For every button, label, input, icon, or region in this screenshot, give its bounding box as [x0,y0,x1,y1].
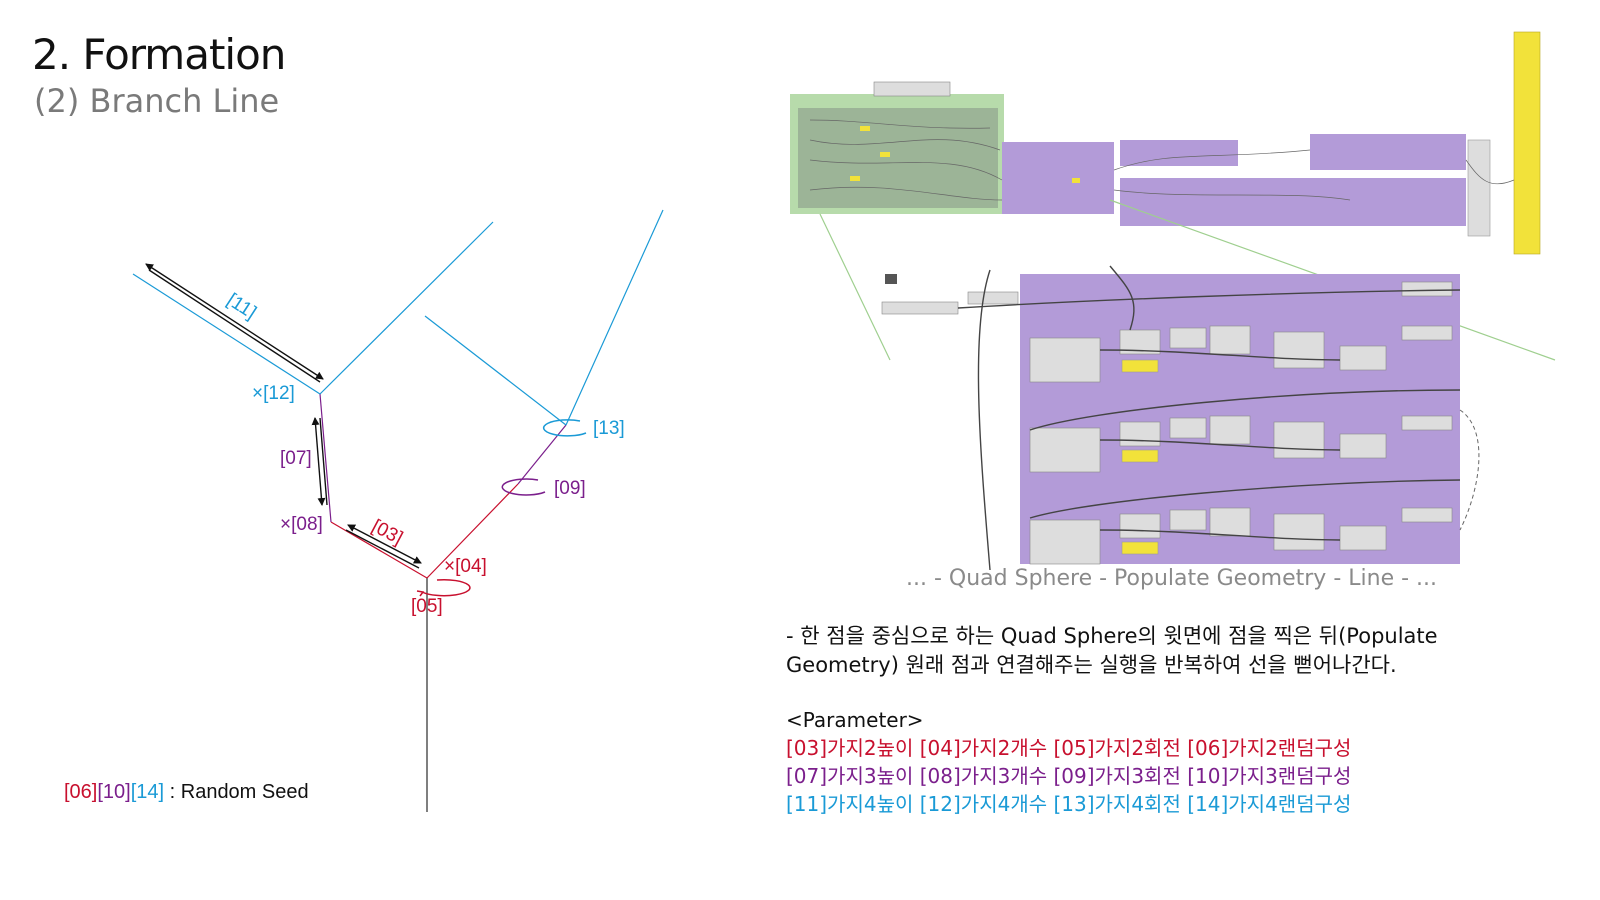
random-seed-legend: [06][10][14] : Random Seed [64,781,309,804]
page-title: 2. Formation [32,30,286,79]
label-05: [05] [411,596,443,617]
label-12: ×[12] [252,383,295,404]
branch4-d [565,209,664,426]
seed-10: [10] [97,781,131,803]
branch3-right [517,424,567,485]
label-07: [07] [280,448,312,469]
seed-06: [06] [64,781,98,803]
process-caption: ... - Quad Sphere - Populate Geometry - … [906,566,1438,591]
seed-text: : Random Seed [164,781,309,803]
branch4-c [424,315,567,426]
arrow-07 [311,417,328,506]
parameter-heading: <Parameter> [786,708,924,732]
rotation-09 [501,478,546,496]
branch2-right [426,483,519,579]
label-04: ×[04] [444,556,487,577]
parameter-line-branch3: [07]가지3높이 [08]가지3개수 [09]가지3회전 [10]가지3랜덤구… [786,764,1352,788]
parameter-list: <Parameter> [03]가지2높이 [04]가지2개수 [05]가지2회… [786,706,1351,818]
rotation-13 [542,419,587,437]
label-08: ×[08] [280,514,323,535]
parameter-line-branch2: [03]가지2높이 [04]가지2개수 [05]가지2회전 [06]가지2랜덤구… [786,736,1352,760]
label-13: [13] [593,418,625,439]
description-text: - 한 점을 중심으로 하는 Quad Sphere의 윗면에 점을 찍은 뒤(… [786,624,1438,677]
arrow-03 [345,524,422,569]
arrow-11 [145,263,324,383]
branch-diagram [132,209,664,812]
seed-14: [14] [130,781,165,803]
label-09: [09] [554,478,586,499]
page-subtitle: (2) Branch Line [34,82,280,120]
branch4-a [132,273,321,395]
parameter-line-branch4: [11]가지4높이 [12]가지4개수 [13]가지4회전 [14]가지4랜덤구… [786,792,1352,816]
grasshopper-definition-image [790,31,1556,571]
branch3-left [319,393,332,523]
branch4-b [319,221,494,395]
rotation-05 [416,578,471,597]
